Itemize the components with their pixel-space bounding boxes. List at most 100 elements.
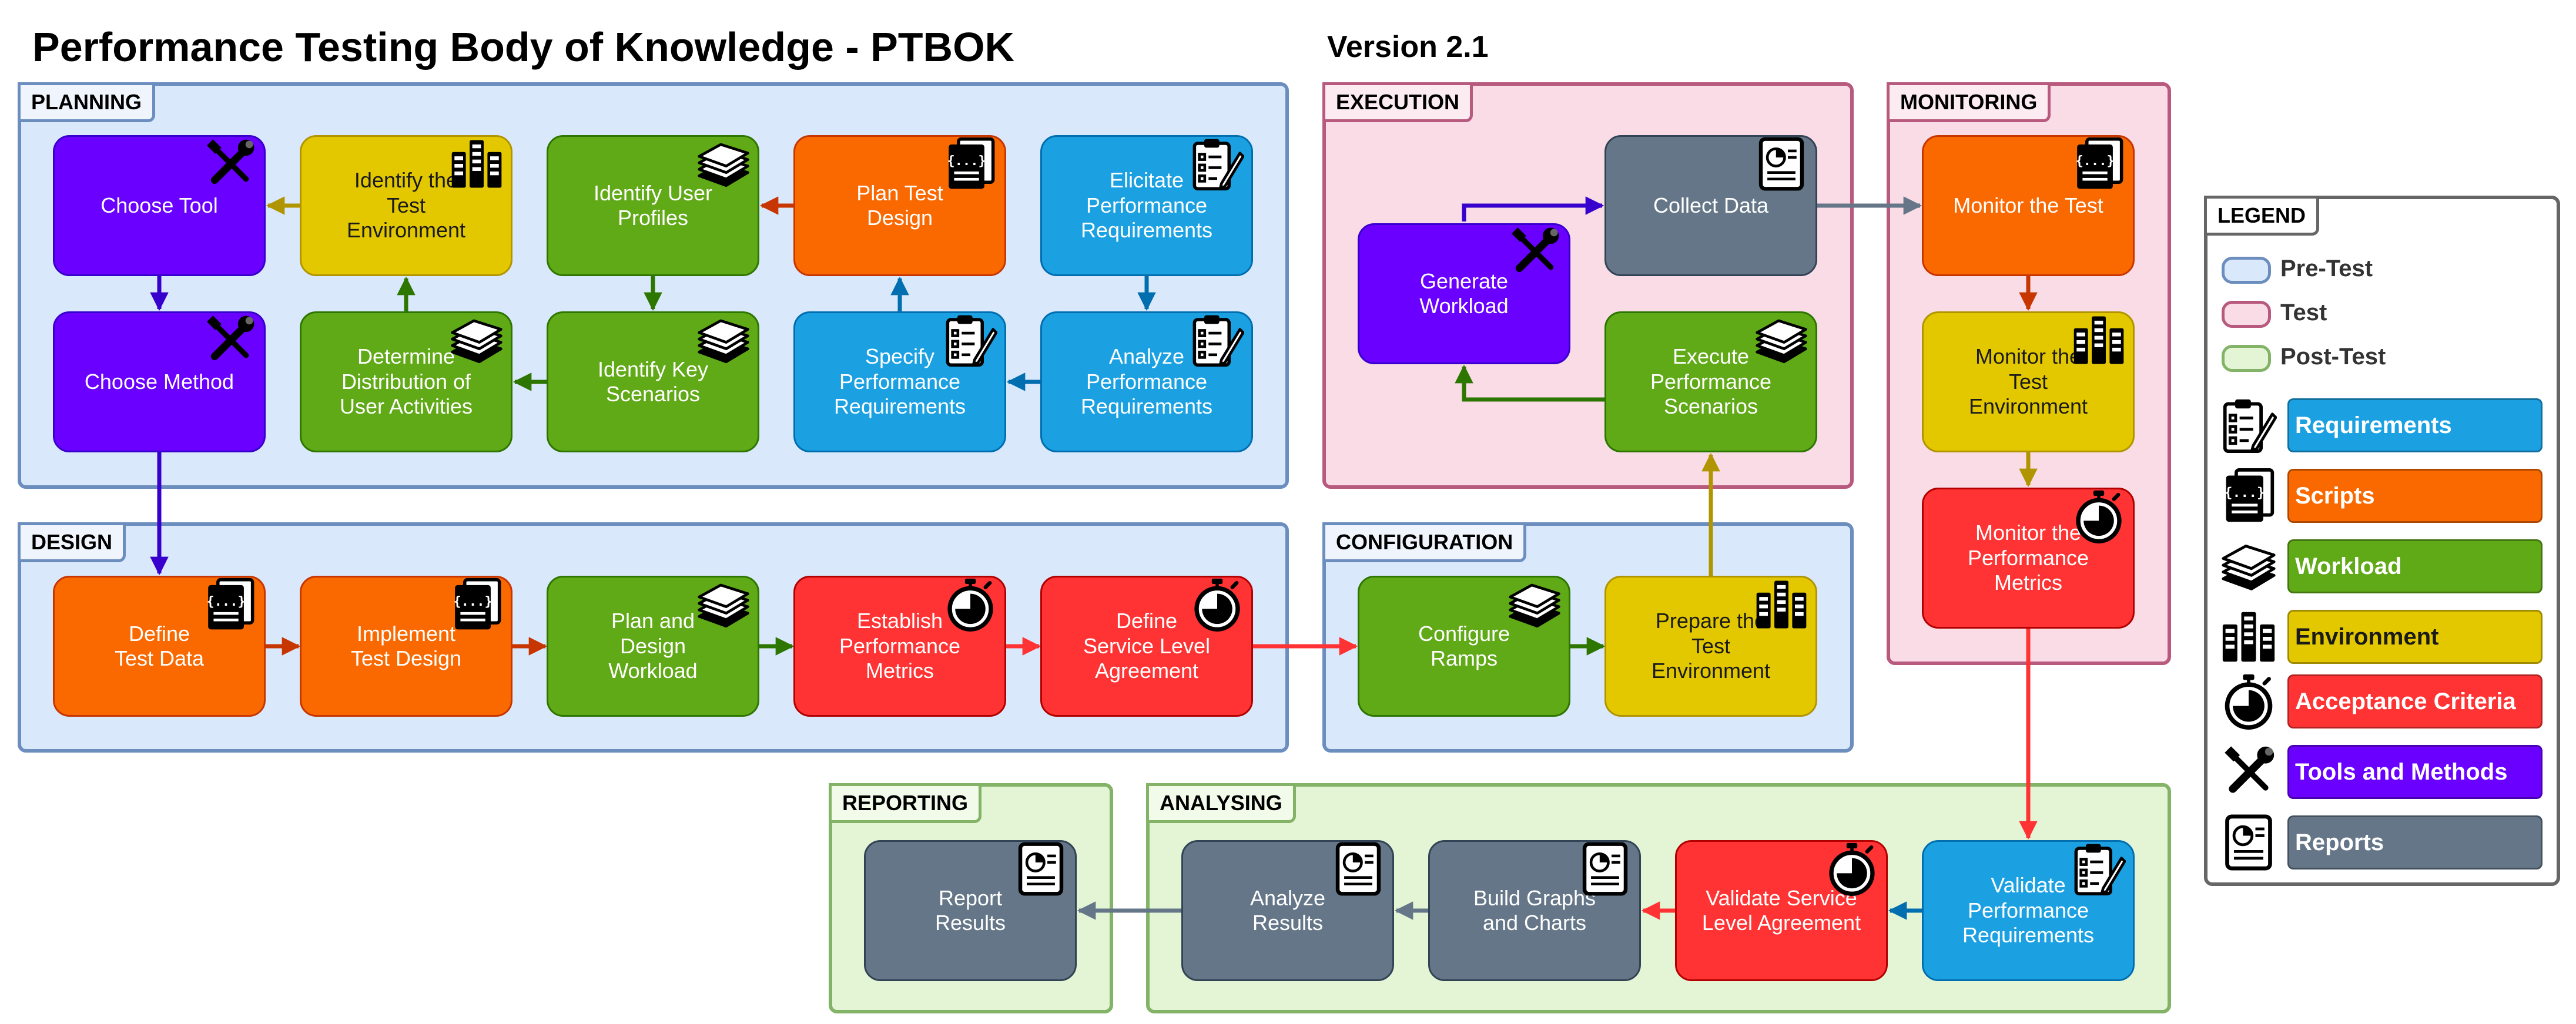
arrow-execute-to-generate	[1455, 364, 1604, 402]
legend: LEGEND Pre-Test Test Post-Test Requireme…	[2204, 196, 2560, 886]
node-specify-performance-requirements: Specify Performance Requirements	[793, 311, 1006, 452]
section-label-execution: EXECUTION	[1322, 82, 1473, 122]
page-title: Performance Testing Body of Knowledge - …	[32, 24, 1015, 70]
node-label: Implement Test Design	[350, 621, 462, 670]
node-analyze-performance-requirements: Analyze Performance Requirements	[1040, 311, 1253, 452]
legend-swatch-test	[2222, 301, 2271, 328]
node-plan-test-design: Plan Test Design	[793, 135, 1006, 276]
requirements-icon	[2220, 397, 2277, 454]
node-label: Define Test Data	[114, 621, 205, 670]
environment-icon	[2072, 313, 2126, 367]
tools-icon	[203, 137, 257, 191]
node-label: Execute Performance Scenarios	[1650, 344, 1772, 419]
node-generate-workload: Generate Workload	[1358, 223, 1570, 364]
script-icon	[943, 137, 997, 191]
section-label-monitoring: MONITORING	[1887, 82, 2051, 122]
node-label: Monitor the Test Environment	[1968, 344, 2088, 419]
node-label: Plan and Design Workload	[608, 609, 698, 683]
node-validate-performance-requirements: Validate Performance Requirements	[1922, 840, 2135, 981]
node-label: Identify User Profiles	[593, 180, 713, 230]
section-label-design: DESIGN	[18, 522, 126, 562]
node-label: Analyze Performance Requirements	[1080, 344, 1213, 419]
node-label: Identify Key Scenarios	[597, 357, 709, 406]
section-label-reporting: REPORTING	[829, 783, 982, 823]
section-label-analysing: ANALYSING	[1146, 783, 1296, 823]
node-plan-design-workload: Plan and Design Workload	[547, 576, 759, 717]
script-icon	[2072, 137, 2126, 191]
node-validate-sla: Validate Service Level Agreement	[1675, 840, 1888, 981]
workload-icon	[1754, 313, 1808, 367]
requirements-icon	[2072, 842, 2126, 896]
node-identify-key-scenarios: Identify Key Scenarios	[547, 311, 759, 452]
node-label: Generate Workload	[1419, 268, 1509, 318]
node-label: Validate Performance Requirements	[1962, 873, 2095, 948]
timer-icon	[2072, 489, 2126, 543]
legend-scripts: Scripts	[2287, 469, 2542, 523]
workload-icon	[1508, 578, 1562, 632]
timer-icon	[2220, 673, 2277, 730]
workload-icon	[2220, 538, 2277, 595]
node-identify-user-profiles: Identify User Profiles	[547, 135, 759, 276]
environment-icon	[2220, 609, 2277, 665]
node-label: Analyze Results	[1250, 885, 1326, 935]
node-label: Report Results	[934, 885, 1006, 935]
node-label: Plan Test Design	[856, 180, 943, 230]
node-label: Build Graphs and Charts	[1473, 885, 1596, 935]
report-icon	[1754, 137, 1808, 191]
script-icon	[203, 578, 257, 632]
timer-icon	[1190, 578, 1244, 632]
node-label: Define Service Level Agreement	[1083, 609, 1211, 683]
report-icon	[1578, 842, 1632, 896]
tools-icon	[203, 313, 257, 367]
node-prepare-test-environment: Prepare the Test Environment	[1604, 576, 1817, 717]
script-icon	[2220, 468, 2277, 524]
node-label: Monitor the Test	[1953, 193, 2103, 217]
report-icon	[1331, 842, 1385, 896]
node-label: Specify Performance Requirements	[833, 344, 966, 419]
node-label: Elicitate Performance Requirements	[1080, 168, 1213, 243]
node-monitor-test-environment: Monitor the Test Environment	[1922, 311, 2135, 452]
node-establish-performance-metrics: Establish Performance Metrics	[793, 576, 1006, 717]
node-elicitate-performance-requirements: Elicitate Performance Requirements	[1040, 135, 1253, 276]
node-configure-ramps: Configure Ramps	[1358, 576, 1570, 717]
legend-swatch-post-test	[2222, 345, 2271, 372]
environment-icon	[1754, 578, 1808, 632]
requirements-icon	[943, 313, 997, 367]
workload-icon	[696, 137, 751, 191]
node-define-test-data: Define Test Data	[53, 576, 266, 717]
node-report-results: Report Results	[864, 840, 1077, 981]
node-execute-performance-scenarios: Execute Performance Scenarios	[1604, 311, 1817, 452]
node-determine-distribution: Determine Distribution of User Activitie…	[300, 311, 512, 452]
node-collect-data: Collect Data	[1604, 135, 1817, 276]
legend-label-pre-test: Pre-Test	[2280, 256, 2373, 281]
tools-icon	[1508, 225, 1562, 279]
legend-requirements: Requirements	[2287, 398, 2542, 452]
legend-label-test: Test	[2280, 300, 2327, 325]
legend-tools-and-methods: Tools and Methods	[2287, 745, 2542, 799]
node-define-sla: Define Service Level Agreement	[1040, 576, 1253, 717]
tools-icon	[2220, 744, 2277, 800]
node-build-graphs-and-charts: Build Graphs and Charts	[1428, 840, 1641, 981]
report-icon	[2220, 814, 2277, 871]
section-label-planning: PLANNING	[18, 82, 155, 122]
requirements-icon	[1190, 137, 1244, 191]
node-choose-tool: Choose Tool	[53, 135, 266, 276]
node-label: Collect Data	[1653, 193, 1769, 217]
legend-label-post-test: Post-Test	[2280, 344, 2386, 370]
legend-environment: Environment	[2287, 610, 2542, 664]
version-label: Version 2.1	[1327, 30, 1489, 64]
node-implement-test-design: Implement Test Design	[300, 576, 512, 717]
node-label: Identify the Test Environment	[346, 168, 466, 243]
environment-icon	[450, 137, 504, 191]
legend-reports: Reports	[2287, 815, 2542, 869]
node-choose-method: Choose Method	[53, 311, 266, 452]
legend-label: LEGEND	[2204, 196, 2320, 236]
legend-acceptance-criteria: Acceptance Criteria	[2287, 674, 2542, 728]
timer-icon	[943, 578, 997, 632]
report-icon	[1014, 842, 1068, 896]
workload-icon	[696, 578, 751, 632]
section-label-configuration: CONFIGURATION	[1322, 522, 1527, 562]
node-monitor-the-test: Monitor the Test	[1922, 135, 2135, 276]
node-analyze-results: Analyze Results	[1181, 840, 1394, 981]
node-label: Validate Service Level Agreement	[1701, 885, 1861, 935]
